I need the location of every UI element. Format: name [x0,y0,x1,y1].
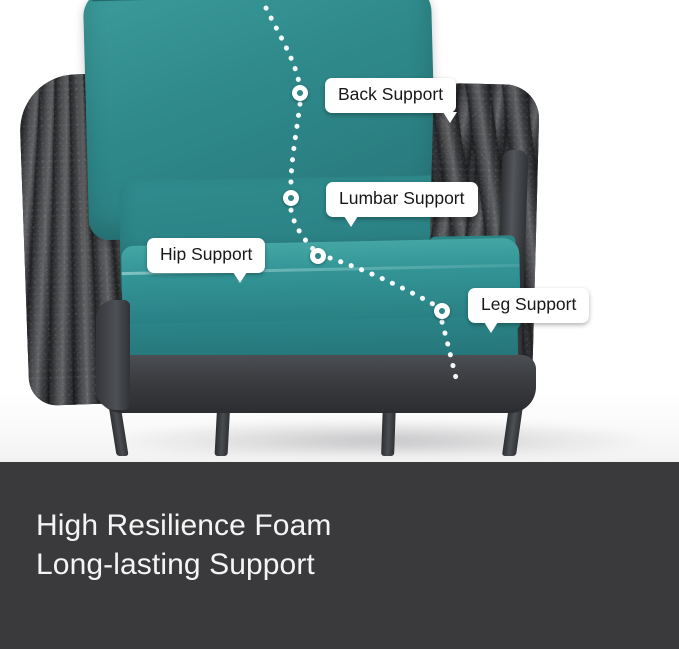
callout-lumbar-support: Lumbar Support [326,182,478,227]
headline-line-1: High Resilience Foam [36,509,332,542]
callout-tail [484,321,498,333]
marker-hip-support [310,248,326,264]
callout-back-support: Back Support [325,78,457,123]
callout-leg-support: Leg Support [468,288,590,333]
chair-frame-base [96,355,536,413]
callout-tail [443,111,457,123]
check-lumbar-label: ✔ [0,462,1,463]
callout-lumbar-support-label: Lumbar Support [339,188,465,208]
callout-hip-support: Hip Support [147,238,266,283]
marker-back-support [292,85,308,101]
chair-shadow [120,420,640,454]
check-leg-label: ✔ [0,462,1,463]
banner-headline: High Resilience Foam Long-lasting Suppor… [36,506,331,584]
feature-banner: High Resilience Foam Long-lasting Suppor… [0,462,679,649]
callout-tail [344,215,358,227]
callout-tail [233,271,248,283]
check-back-label: ✔ [0,462,1,463]
callout-hip-support-label: Hip Support [160,244,253,264]
check-hip-label: ✔ [0,462,1,463]
cushion-piping [90,0,421,2]
callout-back-support-label: Back Support [338,84,444,104]
frame-rail-left [96,300,130,410]
marker-lumbar-support [283,190,299,206]
product-photo: Back Support Lumbar Support Hip Support … [0,0,679,462]
marker-leg-support [434,303,450,319]
headline-line-2: Long-lasting Support [36,548,315,581]
callout-leg-support-label: Leg Support [481,294,577,314]
